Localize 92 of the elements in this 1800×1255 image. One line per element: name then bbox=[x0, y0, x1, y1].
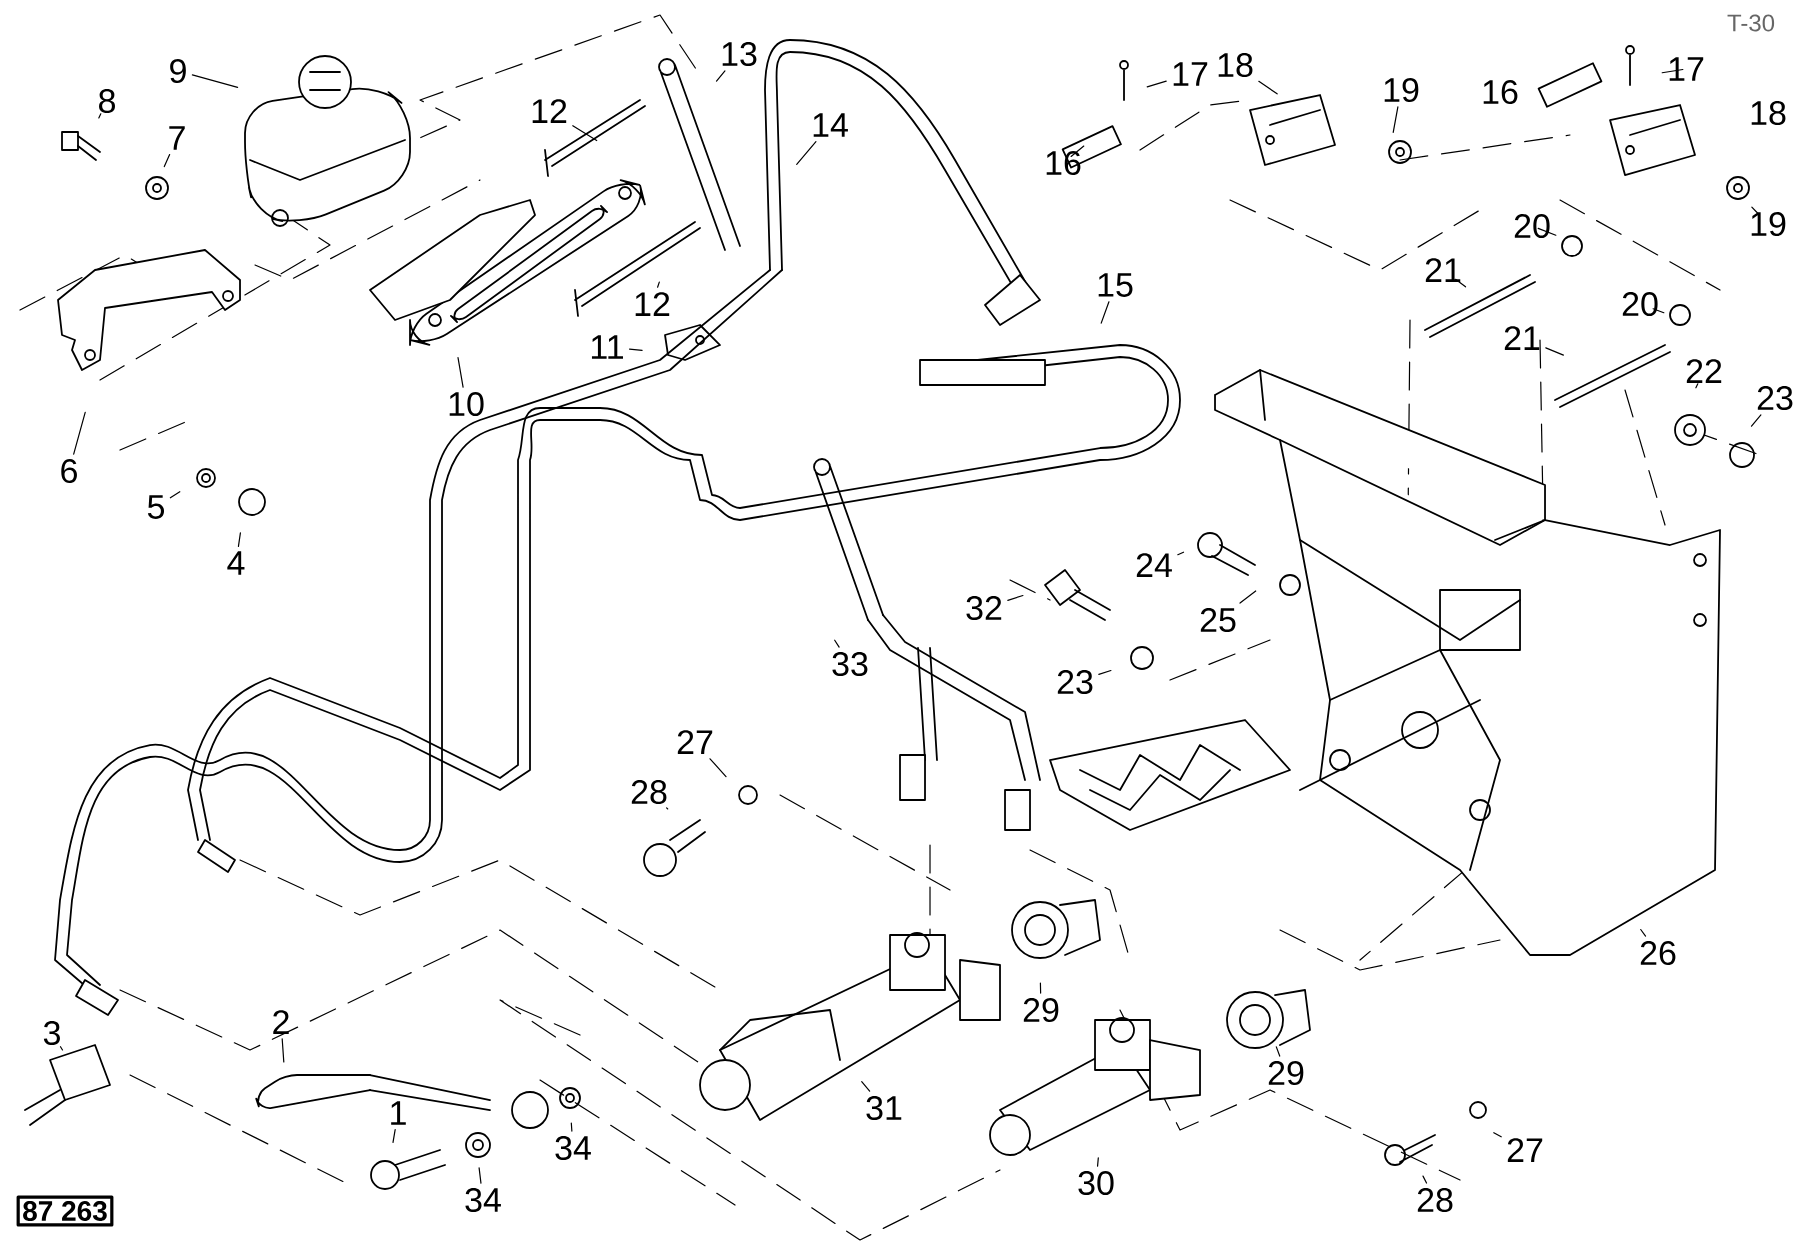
callout-number: 22 bbox=[1686, 359, 1722, 383]
leader-line bbox=[834, 639, 840, 648]
callout-number: 26 bbox=[1640, 940, 1676, 966]
callout-number: 12 bbox=[532, 99, 567, 123]
leader-line bbox=[666, 807, 669, 810]
leader-line bbox=[1098, 669, 1112, 675]
leader-line bbox=[73, 411, 86, 455]
drawing-number: 87 263 bbox=[16, 1195, 114, 1227]
callout-number: 29 bbox=[1268, 1060, 1304, 1086]
callout-number: 23 bbox=[1057, 669, 1093, 695]
leader-line bbox=[281, 1038, 285, 1063]
leader-line bbox=[169, 491, 181, 499]
callout-number: 34 bbox=[555, 1135, 591, 1161]
callout-number: 7 bbox=[169, 126, 185, 150]
leader-line bbox=[1239, 590, 1257, 604]
leader-line bbox=[1640, 928, 1647, 937]
callout-number: 18 bbox=[1751, 100, 1786, 126]
leader-line bbox=[1751, 206, 1759, 214]
callout-number: 19 bbox=[1384, 77, 1419, 103]
callout-number: 29 bbox=[1023, 997, 1059, 1023]
callout-number: 30 bbox=[1078, 1170, 1114, 1196]
leader-line bbox=[715, 70, 726, 82]
leader-line bbox=[163, 154, 171, 168]
callout-number: 19 bbox=[1751, 211, 1786, 237]
callout-number: 32 bbox=[966, 595, 1002, 621]
leader-line bbox=[1070, 145, 1085, 157]
callout-number: 25 bbox=[1200, 607, 1236, 633]
callout-number: 20 bbox=[1514, 213, 1550, 239]
leader-line bbox=[1454, 278, 1467, 288]
callout-number: 24 bbox=[1136, 553, 1172, 577]
callout-number: 34 bbox=[465, 1187, 501, 1213]
leader-line bbox=[1146, 80, 1167, 88]
callout-number: 9 bbox=[170, 58, 186, 84]
callout-number: 17 bbox=[1173, 62, 1208, 86]
callout-number: 20 bbox=[1622, 291, 1658, 317]
leader-line bbox=[191, 74, 239, 88]
leader-line bbox=[478, 1167, 482, 1184]
callout-number: 15 bbox=[1098, 273, 1133, 297]
callout-number: 16 bbox=[1046, 150, 1081, 176]
callout-number: 6 bbox=[61, 458, 77, 484]
leader-line bbox=[1661, 68, 1684, 74]
leader-line bbox=[1258, 80, 1278, 95]
leader-line bbox=[59, 1046, 64, 1051]
callout-number: 4 bbox=[227, 551, 245, 575]
leader-line bbox=[1039, 982, 1042, 994]
callout-number: 14 bbox=[813, 113, 848, 137]
sheet-number: T-30 bbox=[1727, 14, 1775, 32]
leader-line bbox=[1652, 308, 1665, 314]
leader-line bbox=[1096, 1157, 1099, 1167]
leader-line bbox=[457, 357, 464, 388]
leader-line bbox=[628, 348, 643, 351]
leader-line bbox=[1545, 347, 1564, 356]
callout-number: 33 bbox=[832, 651, 868, 677]
leader-line bbox=[1275, 1046, 1281, 1057]
callout-number: 31 bbox=[866, 1095, 902, 1121]
callout-number: 5 bbox=[147, 495, 164, 519]
callout-number: 16 bbox=[1483, 79, 1518, 105]
leader-line bbox=[657, 281, 660, 288]
leader-line bbox=[1750, 414, 1762, 427]
callout-number: 3 bbox=[43, 1020, 60, 1046]
leader-line bbox=[570, 1122, 573, 1132]
leader-line bbox=[861, 1081, 871, 1092]
callout-number: 18 bbox=[1218, 52, 1253, 78]
callout-number: 17 bbox=[1669, 57, 1704, 81]
callout-number: 11 bbox=[591, 335, 623, 359]
leader-line bbox=[709, 758, 727, 778]
leader-line bbox=[1100, 301, 1110, 324]
callout-number: 27 bbox=[677, 730, 713, 754]
callout-number: 21 bbox=[1504, 326, 1540, 350]
callout-number: 21 bbox=[1425, 258, 1461, 282]
callout-number: 12 bbox=[635, 292, 670, 316]
callout-number: 28 bbox=[1417, 1187, 1453, 1213]
leader-line bbox=[796, 141, 817, 165]
callout-number: 8 bbox=[99, 88, 115, 114]
leader-line bbox=[1537, 227, 1557, 236]
callout-number: 2 bbox=[273, 1010, 289, 1034]
leader-line bbox=[1422, 1175, 1428, 1184]
leader-line bbox=[98, 113, 102, 119]
leader-line bbox=[1392, 106, 1399, 133]
callout-number: 27 bbox=[1507, 1138, 1543, 1162]
leader-line bbox=[1695, 383, 1699, 389]
leader-line bbox=[572, 125, 598, 142]
callout-number: 10 bbox=[449, 391, 484, 417]
callout-number: 28 bbox=[631, 779, 667, 805]
leader-line bbox=[1493, 1132, 1502, 1138]
callout-number: 23 bbox=[1757, 385, 1793, 411]
callout-number: 1 bbox=[391, 1101, 406, 1125]
leader-line bbox=[1177, 551, 1185, 556]
leader-line bbox=[237, 532, 241, 547]
leader-line bbox=[392, 1129, 396, 1143]
callout-number: 13 bbox=[722, 41, 757, 67]
leader-line bbox=[1007, 594, 1024, 601]
